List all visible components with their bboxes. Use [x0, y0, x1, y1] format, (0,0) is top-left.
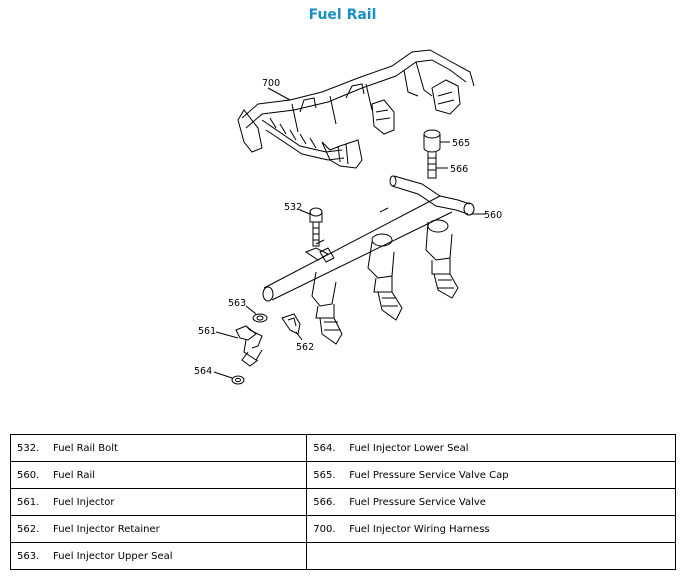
callout-532: 532 — [284, 202, 302, 213]
callout-565: 565 — [452, 138, 470, 149]
part-name: Fuel Injector Retainer — [53, 523, 160, 535]
part-name: Fuel Injector Lower Seal — [349, 442, 469, 454]
lower-seal-drawing — [231, 375, 245, 385]
callout-563: 563 — [228, 298, 246, 309]
part-name: Fuel Rail Bolt — [53, 442, 118, 454]
part-number: 532. — [17, 442, 40, 454]
table-row: 560. Fuel Rail 565. Fuel Pressure Service … — [9, 461, 676, 489]
part-number: 564. — [313, 442, 336, 454]
callout-700: 700 — [262, 78, 280, 89]
callout-562: 562 — [296, 342, 314, 353]
page-title: Fuel Rail — [308, 7, 377, 23]
legend-cell: 565. Fuel Pressure Service Valve Cap — [306, 461, 676, 489]
callout-566: 566 — [450, 164, 468, 175]
callout-564: 564 — [194, 366, 212, 377]
legend-cell: 561. Fuel Injector — [9, 488, 308, 516]
injector-retainer-drawing — [281, 313, 301, 335]
legend-cell: 562. Fuel Injector Retainer — [9, 515, 308, 543]
legend-cell: 566. Fuel Pressure Service Valve — [306, 488, 676, 516]
part-number: 561. — [17, 496, 40, 508]
fuel-rail-diagram: 700 565 566 560 — [194, 49, 502, 385]
part-number: 565. — [313, 469, 336, 481]
rail-injectors-drawing — [311, 219, 459, 345]
part-name: Fuel Injector Upper Seal — [53, 550, 173, 562]
fuel-injector-drawing — [235, 325, 263, 367]
part-name: Fuel Pressure Service Valve — [349, 496, 486, 508]
parts-legend-table: 532. Fuel Rail Bolt 564. Fuel Injector Low… — [9, 434, 676, 570]
callout-561: 561 — [198, 326, 216, 337]
part-number: 562. — [17, 523, 40, 535]
legend-cell-empty — [306, 542, 676, 570]
service-valve-drawing — [423, 129, 441, 179]
callout-560: 560 — [484, 210, 502, 221]
table-row: 563. Fuel Injector Upper Seal — [9, 542, 676, 570]
part-name: Fuel Pressure Service Valve Cap — [349, 469, 509, 481]
part-name: Fuel Injector — [53, 496, 115, 508]
wiring-harness-drawing — [237, 49, 475, 169]
table-row: 561. Fuel Injector 566. Fuel Pressure Serv… — [9, 488, 676, 516]
part-number: 700. — [313, 523, 336, 535]
table-row: 532. Fuel Rail Bolt 564. Fuel Injector Low… — [9, 434, 676, 462]
part-name: Fuel Rail — [53, 469, 96, 481]
fuel-rail-drawing — [262, 175, 475, 302]
part-number: 566. — [313, 496, 336, 508]
legend-cell: 532. Fuel Rail Bolt — [9, 434, 308, 462]
part-number: 560. — [17, 469, 40, 481]
upper-seal-drawing — [252, 313, 268, 323]
legend-cell: 563. Fuel Injector Upper Seal — [9, 542, 308, 570]
legend-cell: 700. Fuel Injector Wiring Harness — [306, 515, 676, 543]
table-row: 562. Fuel Injector Retainer 700. Fuel Inje… — [9, 515, 676, 543]
part-number: 563. — [17, 550, 40, 562]
part-name: Fuel Injector Wiring Harness — [349, 523, 490, 535]
legend-cell: 564. Fuel Injector Lower Seal — [306, 434, 676, 462]
legend-cell: 560. Fuel Rail — [9, 461, 308, 489]
rail-bolt-drawing — [304, 207, 330, 261]
